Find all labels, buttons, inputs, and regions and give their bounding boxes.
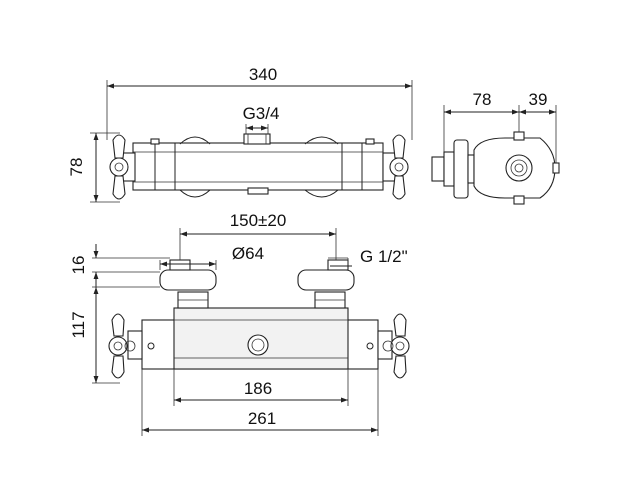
right-eccentric	[297, 259, 355, 309]
dim-top-height: 78	[67, 158, 86, 177]
right-handle-top	[382, 134, 409, 200]
front-center-fitting	[247, 334, 269, 356]
top-view-body	[132, 142, 384, 191]
dim-front-top: 16	[69, 256, 88, 275]
left-handle-front	[108, 313, 143, 379]
top-inlet	[243, 133, 271, 145]
dim-side-offset: 39	[529, 90, 548, 109]
dim-side-depth: 78	[473, 90, 492, 109]
front-view: 150±20 Ø64 G 1/2" 16 117 186 261	[69, 211, 410, 436]
top-view: 340 G3/4 78	[67, 65, 413, 203]
dim-overall-width: 261	[248, 409, 276, 428]
right-handle-front	[377, 313, 410, 379]
dim-front-height: 117	[69, 311, 88, 338]
dim-top-width: 340	[249, 65, 277, 84]
dim-centers: 150±20	[230, 211, 287, 230]
dim-thread: G 1/2"	[360, 247, 408, 266]
left-handle-top	[109, 134, 136, 200]
dim-body-width: 186	[244, 379, 272, 398]
dim-diameter: Ø64	[232, 244, 264, 263]
dim-top-inlet: G3/4	[243, 104, 280, 123]
left-eccentric	[159, 259, 217, 309]
side-view: 78 39	[431, 90, 560, 205]
